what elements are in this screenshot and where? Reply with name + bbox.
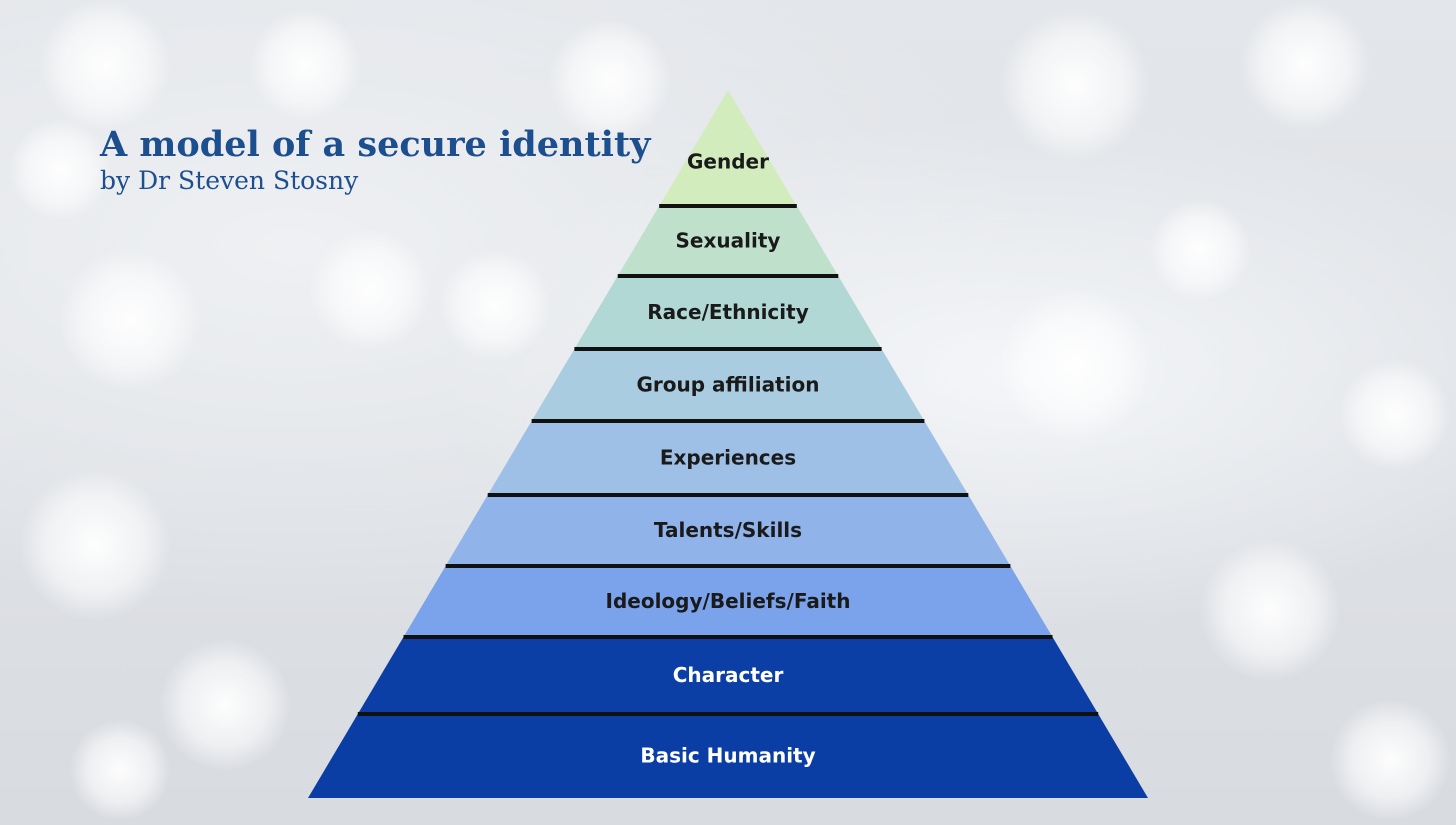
bokeh-light	[160, 640, 290, 770]
pyramid-level-label: Group affiliation	[637, 373, 820, 397]
bokeh-light	[1340, 360, 1450, 470]
pyramid-level	[574, 276, 882, 349]
pyramid-level	[531, 349, 925, 421]
pyramid-level-label: Basic Humanity	[640, 744, 815, 768]
bokeh-light	[40, 0, 170, 130]
page-title: A model of a secure identity	[100, 124, 651, 165]
bokeh-light	[1200, 540, 1340, 680]
title-block: A model of a secure identity by Dr Steve…	[100, 124, 650, 196]
pyramid-level	[403, 566, 1053, 637]
bokeh-light	[10, 120, 110, 220]
pyramid-level	[357, 637, 1099, 714]
bokeh-light	[60, 250, 200, 390]
bokeh-light	[550, 20, 670, 140]
pyramid-level	[659, 90, 797, 206]
bokeh-light	[310, 230, 430, 350]
pyramid-level-label: Ideology/Beliefs/Faith	[606, 589, 851, 613]
pyramid-level	[445, 495, 1011, 566]
bokeh-light	[20, 470, 170, 620]
pyramid-level-label: Sexuality	[676, 229, 781, 253]
pyramid-level-label: Race/Ethnicity	[647, 300, 808, 324]
bokeh-light	[1150, 200, 1250, 300]
pyramid-level	[617, 206, 839, 276]
pyramid-level-label: Gender	[687, 150, 769, 174]
bokeh-light	[1000, 290, 1150, 440]
pyramid-level	[308, 714, 1148, 798]
bokeh-light	[70, 720, 170, 820]
bokeh-light	[1240, 0, 1370, 130]
bokeh-light	[440, 250, 550, 360]
pyramid-level-label: Character	[673, 663, 784, 687]
pyramid-level-label: Talents/Skills	[654, 518, 802, 542]
pyramid-level	[487, 421, 969, 495]
bokeh-light	[250, 10, 360, 120]
bokeh-light	[1000, 10, 1150, 160]
bokeh-light	[1330, 700, 1450, 820]
pyramid-level-label: Experiences	[660, 446, 796, 470]
page-subtitle: by Dr Steven Stosny	[100, 166, 359, 195]
